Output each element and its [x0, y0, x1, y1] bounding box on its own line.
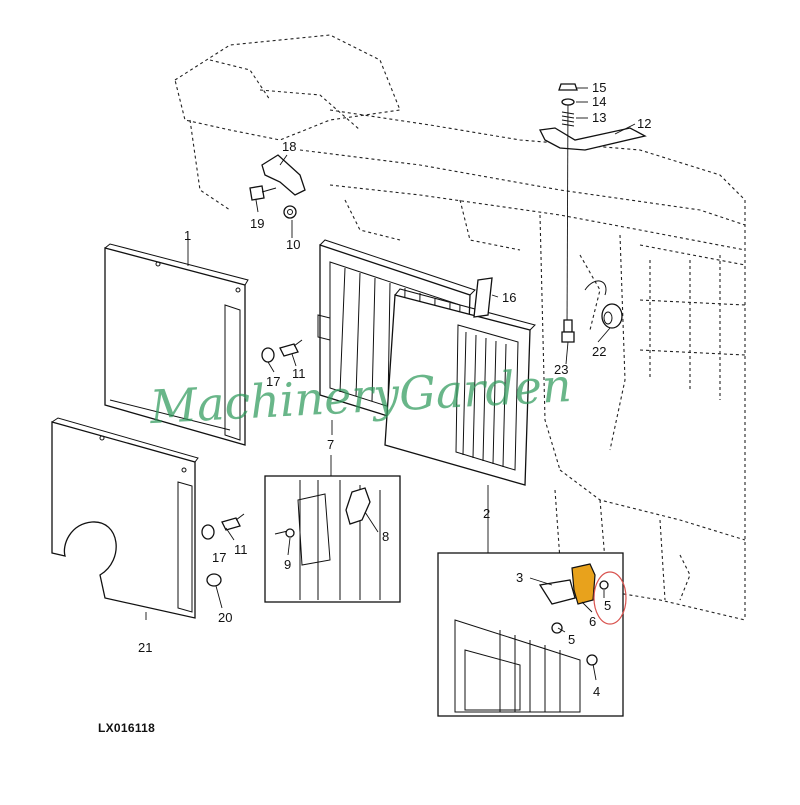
bolt-23	[561, 319, 575, 343]
callout-12: 12	[637, 116, 651, 131]
highlight-circle	[593, 571, 627, 625]
diagram-code: LX016118	[98, 721, 156, 735]
callout-5-highlight: 5	[604, 598, 611, 613]
lever-12	[539, 127, 647, 151]
knob-22	[584, 280, 623, 329]
callout-labels: 1 2 3 4 5 5 6 7 8 9 10 11 11 12 13 14 15…	[138, 80, 651, 699]
bracket-18	[261, 154, 306, 196]
callout-9: 9	[284, 557, 291, 572]
grommet-17-upper	[261, 347, 275, 363]
callout-18: 18	[282, 139, 296, 154]
callout-23: 23	[554, 362, 568, 377]
callout-10: 10	[286, 237, 300, 252]
side-panel-upper	[104, 243, 249, 446]
strip	[473, 277, 493, 318]
spring-13	[561, 111, 575, 127]
callout-7: 7	[327, 437, 334, 452]
callout-4: 4	[593, 684, 600, 699]
callout-13: 13	[592, 110, 606, 125]
inset-clip-detail	[264, 475, 401, 603]
callout-11-lower: 11	[234, 542, 248, 557]
callout-20: 20	[218, 610, 232, 625]
callout-15: 15	[592, 80, 606, 95]
leader-lines	[145, 87, 636, 681]
highlighted-latch-6	[571, 563, 596, 605]
callout-17-lower: 17	[212, 550, 226, 565]
rod	[566, 99, 569, 331]
washer-14	[561, 98, 575, 106]
callout-5-inset: 5	[568, 632, 575, 647]
nut-15	[558, 83, 578, 91]
side-panel-lower	[51, 417, 199, 619]
callout-19: 19	[250, 216, 264, 231]
callout-6: 6	[589, 614, 596, 629]
nut-10	[283, 205, 297, 219]
radiator-screen	[384, 288, 536, 486]
grommet-17-lower	[201, 524, 215, 540]
callout-14: 14	[592, 94, 606, 109]
callout-3: 3	[516, 570, 523, 585]
bolt-11-lower	[221, 513, 245, 531]
callout-16: 16	[502, 290, 516, 305]
cap-20	[206, 573, 222, 587]
callout-21: 21	[138, 640, 152, 655]
callout-11-upper: 11	[292, 366, 306, 381]
bolt-11-upper	[279, 339, 303, 357]
callout-2: 2	[483, 506, 490, 521]
callout-1: 1	[184, 228, 191, 243]
callout-8: 8	[382, 529, 389, 544]
callout-22: 22	[592, 344, 606, 359]
callout-17-upper: 17	[266, 374, 280, 389]
bolt-19	[249, 185, 277, 201]
inset-latch-detail	[437, 552, 624, 717]
